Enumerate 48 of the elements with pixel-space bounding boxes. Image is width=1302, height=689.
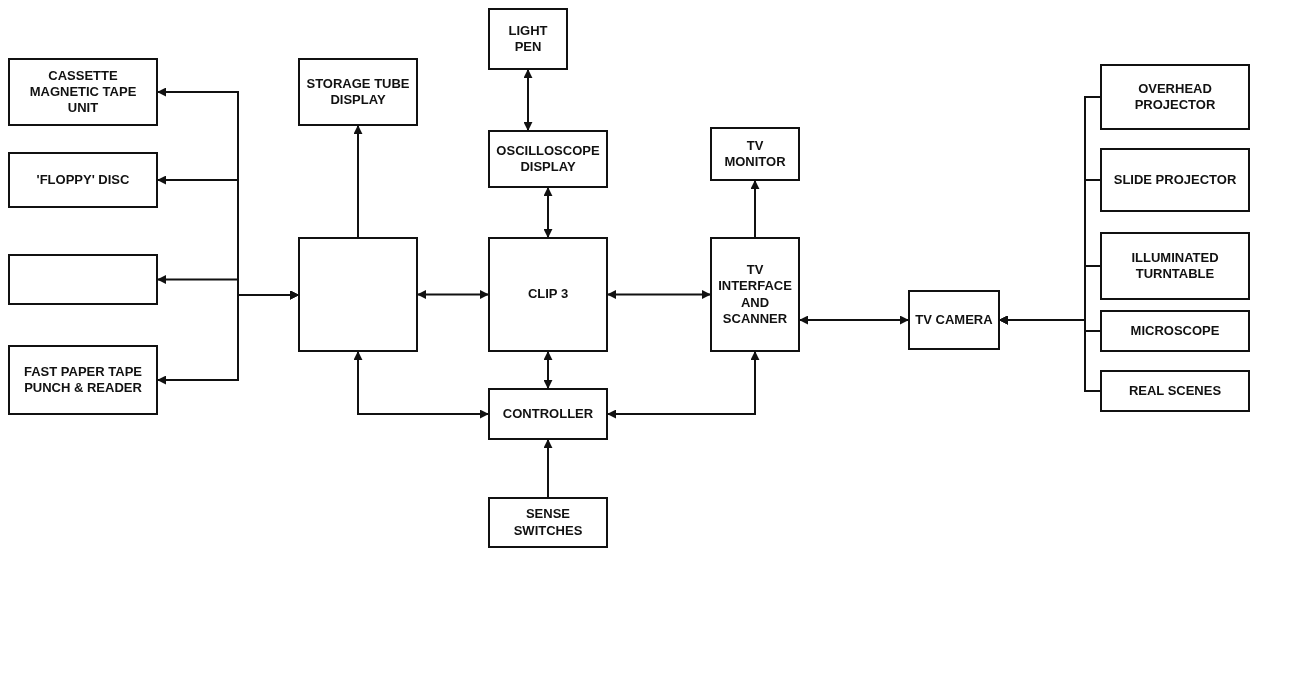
box-label: CONTROLLER <box>502 405 594 423</box>
box-label: LIGHT PEN <box>507 22 549 56</box>
process-box <box>1100 148 1250 212</box>
process-box <box>488 130 608 188</box>
process-box <box>8 345 158 415</box>
box-label: TV INTERFACE AND SCANNER <box>717 262 793 327</box>
process-box <box>488 497 608 548</box>
process-box <box>298 237 418 352</box>
process-box <box>488 8 568 70</box>
arrow <box>543 439 553 498</box>
box-label: TV CAMERA <box>915 311 993 329</box>
box-label: SLIDE PROJECTOR <box>1113 171 1237 189</box>
box-label: SENSE SWITCHES <box>512 506 584 539</box>
arrow <box>523 69 533 131</box>
process-box <box>1100 370 1250 412</box>
box-label: OSCILLOSCOPE DISPLAY <box>495 142 601 176</box>
arrow <box>353 351 489 419</box>
arrow <box>353 125 363 238</box>
process-box <box>1100 64 1250 130</box>
process-box <box>1100 310 1250 352</box>
box-label: TV MONITOR <box>723 137 787 171</box>
arrow <box>607 290 711 299</box>
box-label: CLIP 3 <box>527 286 569 303</box>
box-label: REAL SCENES <box>1128 382 1222 400</box>
arrow <box>750 180 760 238</box>
process-box <box>488 388 608 440</box>
box-label: STORAGE TUBE DISPLAY <box>305 75 411 109</box>
box-label: OVERHEAD PROJECTOR <box>1133 80 1217 114</box>
box-label: FAST PAPER TAPE PUNCH & READER <box>23 363 143 397</box>
box-label: ILLUMINATED TURNTABLE <box>1130 249 1220 283</box>
arrow <box>543 187 553 238</box>
arrow <box>417 290 489 299</box>
box-label: 'FLOPPY' DISC <box>36 171 130 189</box>
arrow <box>799 315 909 325</box>
process-box <box>8 254 158 305</box>
process-box <box>710 237 800 352</box>
process-box <box>8 152 158 208</box>
process-box <box>488 237 608 352</box>
process-box <box>8 58 158 126</box>
arrow <box>543 351 553 389</box>
process-box <box>298 58 418 126</box>
process-box <box>710 127 800 181</box>
arrow <box>157 290 299 385</box>
process-box <box>908 290 1000 350</box>
process-box <box>1100 232 1250 300</box>
arrow <box>607 351 760 419</box>
box-label: MICROSCOPE <box>1130 322 1220 340</box>
box-label: CASSETTE MAGNETIC TAPE UNIT <box>28 67 138 117</box>
